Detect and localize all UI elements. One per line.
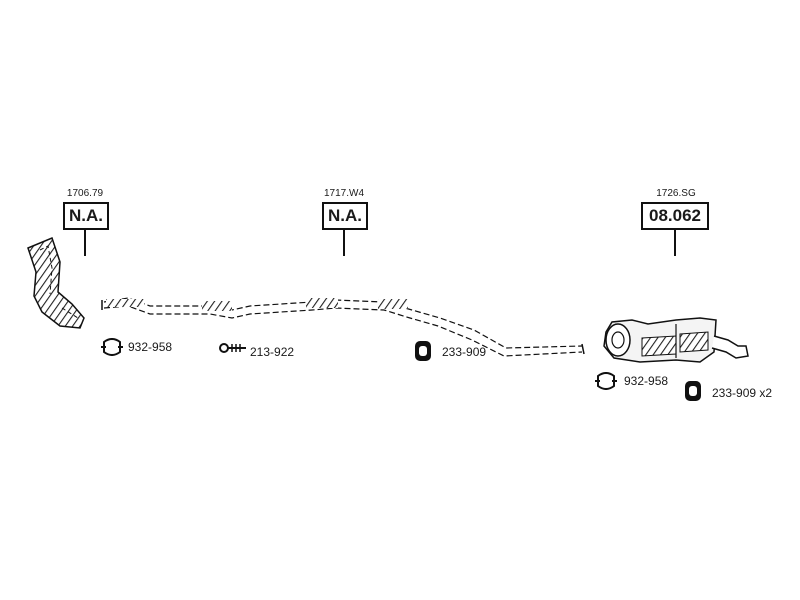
middle-pipe [101,297,585,357]
accessory-label: 213-922 [250,345,295,359]
spring-bolt-icon [219,343,246,353]
part-number-box-rear-silencer[interactable]: 08.062 [641,202,709,230]
leader-line [343,230,345,256]
accessory-label: 932-958 [128,340,173,354]
accessory-label: 932-958 [624,374,669,388]
ref-code-rear-silencer: 1726.SG [656,188,696,199]
pipe-clamp-icon [101,338,123,356]
rubber-mount-icon [415,341,431,361]
pipe-clamp-icon [595,372,617,390]
leader-line [84,230,86,256]
ref-code-front-pipe: 1706.79 [66,188,104,199]
rubber-mount-icon [685,381,701,401]
rear-silencer [603,317,749,363]
front-pipe [27,236,85,329]
leader-line [674,230,676,256]
ref-code-middle-pipe: 1717.W4 [323,188,365,199]
accessory-label: 233-909 x2 [712,386,773,400]
part-number-box-middle-pipe[interactable]: N.A. [322,202,368,230]
accessory-label: 233-909 [442,345,487,359]
part-number-box-front-pipe[interactable]: N.A. [63,202,109,230]
